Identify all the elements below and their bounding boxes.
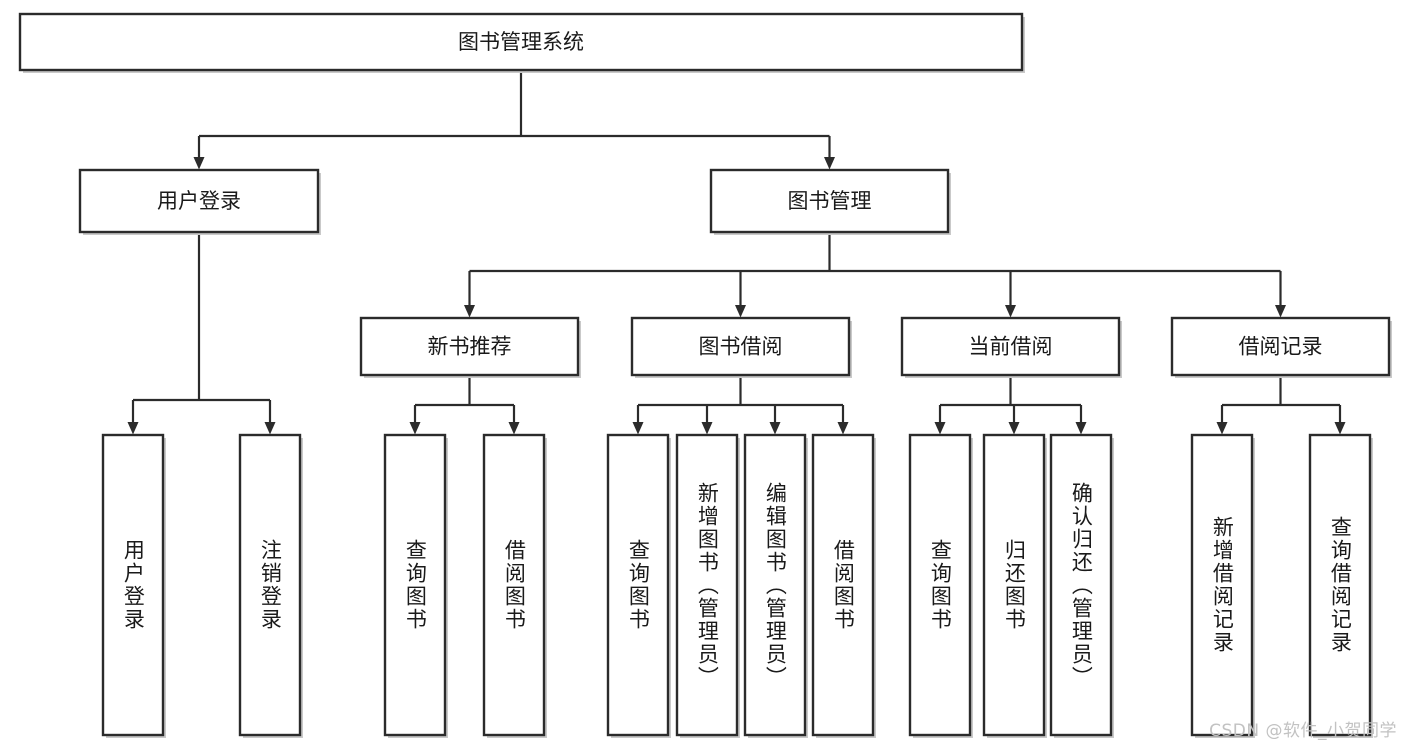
node-box-leaf-add-book-admin[interactable]	[675, 433, 739, 737]
node-box-leaf-query-book-recommend[interactable]	[383, 433, 447, 737]
box-layer	[18, 12, 1392, 738]
arrow-head-icon	[409, 422, 421, 435]
arrow-head-icon	[1075, 422, 1087, 435]
node-box-book-borrow[interactable]	[630, 316, 851, 377]
connector-layer	[127, 70, 1346, 435]
arrow-head-icon	[1216, 422, 1228, 435]
node-box-leaf-user-login[interactable]	[101, 433, 165, 737]
node-box-leaf-borrow-book-recommend[interactable]	[482, 433, 546, 737]
arrow-head-icon	[1008, 422, 1020, 435]
node-label-user-login: 用户登录	[157, 189, 241, 213]
arrow-head-icon	[735, 305, 746, 318]
watermark: CSDN @软件_小贺同学	[1209, 721, 1397, 741]
arrow-head-icon	[824, 157, 835, 170]
node-box-leaf-query-borrow-record[interactable]	[1308, 433, 1372, 737]
node-box-leaf-add-borrow-record[interactable]	[1190, 433, 1254, 737]
arrow-head-icon	[508, 422, 520, 435]
arrow-head-icon	[632, 422, 644, 435]
node-box-current-borrow[interactable]	[900, 316, 1121, 377]
node-box-leaf-query-book-current[interactable]	[908, 433, 972, 737]
node-box-leaf-borrow-book[interactable]	[811, 433, 875, 737]
arrow-head-icon	[837, 422, 849, 435]
arrow-head-icon	[193, 157, 205, 170]
node-box-book-management[interactable]	[709, 168, 950, 234]
node-label-book-borrow: 图书借阅	[699, 335, 783, 359]
arrow-head-icon	[769, 422, 781, 435]
node-box-leaf-query-book-borrow[interactable]	[606, 433, 670, 737]
arrow-head-icon	[934, 422, 946, 435]
node-label-new-book-recommend: 新书推荐	[428, 335, 512, 359]
arrow-head-icon	[1275, 305, 1286, 318]
arrow-head-icon	[1005, 305, 1016, 318]
node-box-borrow-record[interactable]	[1170, 316, 1391, 377]
node-box-user-login[interactable]	[78, 168, 320, 234]
node-box-root[interactable]	[18, 12, 1024, 72]
node-label-current-borrow: 当前借阅	[969, 335, 1053, 359]
node-box-leaf-return-book[interactable]	[982, 433, 1046, 737]
node-label-borrow-record: 借阅记录	[1239, 335, 1323, 359]
node-box-leaf-edit-book-admin[interactable]	[743, 433, 807, 737]
node-box-new-book-recommend[interactable]	[359, 316, 580, 377]
node-label-root: 图书管理系统	[458, 30, 584, 54]
arrow-head-icon	[264, 422, 276, 435]
arrow-head-icon	[701, 422, 713, 435]
arrow-head-icon	[127, 422, 139, 435]
arrow-head-icon	[464, 305, 475, 318]
node-label-book-management: 图书管理	[788, 189, 872, 213]
arrow-head-icon	[1334, 422, 1346, 435]
node-box-leaf-confirm-return-admin[interactable]	[1049, 433, 1113, 737]
node-box-leaf-user-logout[interactable]	[238, 433, 302, 737]
